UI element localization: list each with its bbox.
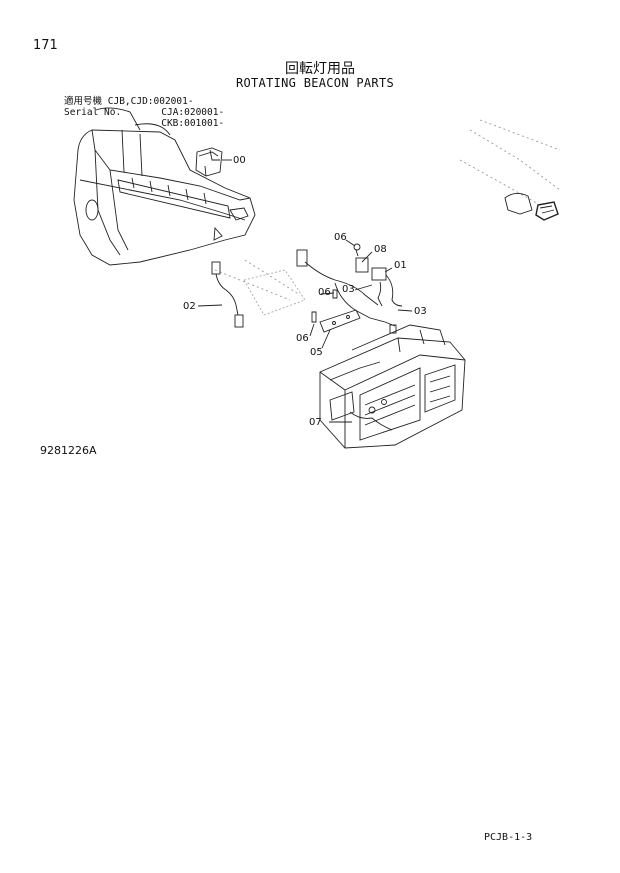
label-part-06-mid: 06	[318, 287, 331, 298]
serial-number-block: 適用号機 CJB,CJD:002001- Serial No. CJA:0200…	[64, 96, 224, 129]
switch-detail-view	[504, 193, 559, 221]
label-part-05: 05	[310, 347, 323, 358]
label-part-01: 01	[394, 260, 407, 271]
harness-02	[211, 261, 306, 328]
label-part-02: 02	[183, 301, 196, 312]
label-part-06-low: 06	[296, 333, 309, 344]
label-part-00: 00	[233, 155, 246, 166]
label-part-03-right: 03	[414, 306, 427, 317]
label-part-07: 07	[309, 417, 322, 428]
serial-label-jp: 適用号機	[64, 96, 103, 107]
console-housing	[73, 107, 256, 266]
serial-label-en: Serial No.	[64, 107, 122, 118]
serial-row-2: Serial No. CJA:020001-	[64, 107, 224, 118]
label-part-06-top: 06	[334, 232, 347, 243]
page-code: PCJB-1-3	[484, 832, 533, 843]
serial-row-3: CKB:001001-	[64, 118, 224, 129]
serial-range-3: CKB:001001-	[161, 118, 225, 129]
controller-assembly-07	[319, 324, 466, 449]
label-part-03-left: 03	[342, 284, 355, 295]
title-english: ROTATING BEACON PARTS	[235, 76, 395, 90]
page-number: 171	[33, 38, 58, 53]
bracket-05	[311, 289, 361, 333]
label-part-08: 08	[374, 244, 387, 255]
figure-code: 9281226A	[40, 444, 97, 457]
projection-lines	[214, 119, 561, 301]
harness-03	[296, 243, 403, 334]
serial-range-1: CJB,CJD:002001-	[107, 96, 194, 107]
title-japanese: 回転灯用品	[285, 61, 355, 77]
leader-lines	[197, 239, 413, 423]
serial-row-1: 適用号機 CJB,CJD:002001-	[64, 96, 224, 107]
rotating-beacon-switch	[195, 147, 232, 177]
serial-range-2: CJA:020001-	[161, 107, 225, 118]
